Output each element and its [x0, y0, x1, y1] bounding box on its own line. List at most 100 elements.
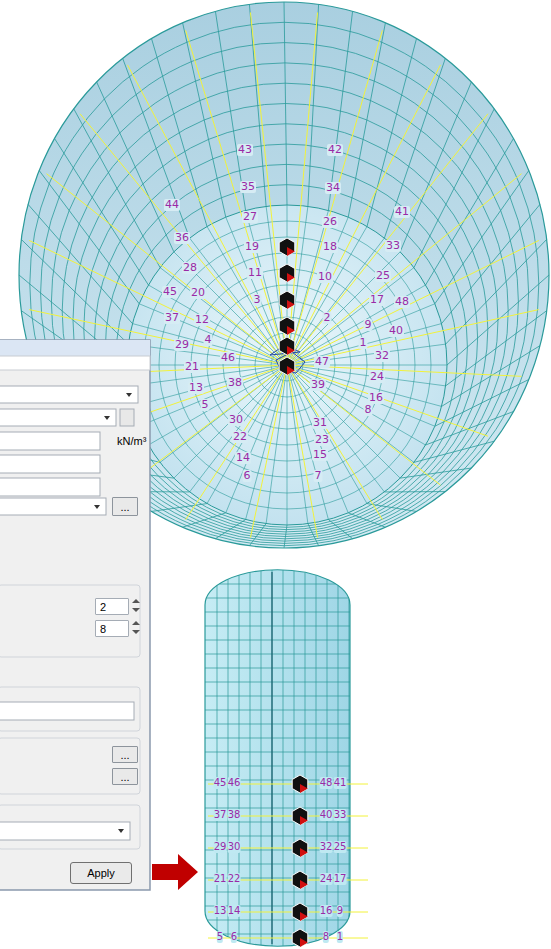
- dropdown-arrow: [118, 829, 124, 833]
- node-number: 42: [327, 144, 343, 156]
- input-field: [0, 702, 134, 720]
- node-number: 13: [188, 382, 204, 394]
- capsule-mesh-ring: [205, 738, 350, 739]
- hexagon-marker: [292, 903, 308, 921]
- browse-button: ...: [112, 746, 138, 763]
- button-label: Apply: [87, 867, 115, 879]
- load-line: [128, 365, 287, 485]
- marker-quadrant: [300, 784, 308, 793]
- marker-quadrant: [287, 273, 295, 282]
- marker-quadrant: [300, 848, 308, 857]
- node-number: 16: [320, 905, 333, 917]
- load-line: [186, 30, 287, 365]
- capsule-mesh-ring: [223, 934, 332, 935]
- node-number: 7: [314, 470, 323, 482]
- spinner-arrows: [132, 599, 140, 612]
- load-line: [287, 114, 488, 365]
- pointer-arrow: [152, 854, 198, 890]
- button: [120, 409, 134, 426]
- node-number: 3: [253, 294, 262, 306]
- capsule-mesh-ring: [220, 584, 336, 585]
- field-value: 8: [100, 623, 106, 635]
- capsule-mesh-line: [349, 599, 350, 917]
- panel: [0, 340, 150, 890]
- node-number: 12: [194, 314, 210, 326]
- spinner-arrows: [132, 621, 140, 634]
- floor-mesh-ring: [191, 269, 383, 461]
- node-number: 28: [182, 262, 198, 274]
- browse-button: ...: [112, 768, 138, 785]
- node-number: 30: [228, 841, 241, 853]
- node-number: 22: [228, 873, 241, 885]
- node-number: 34: [325, 182, 341, 194]
- hexagon-marker: [279, 317, 295, 335]
- load-line: [186, 365, 287, 520]
- node-number: 18: [322, 241, 338, 253]
- group-box: [0, 805, 140, 849]
- capsule-mesh-ring: [205, 794, 350, 795]
- field-value: ...: [120, 771, 129, 783]
- node-number: 38: [227, 377, 243, 389]
- node-number: 21: [214, 873, 227, 885]
- node-number: 9: [364, 319, 373, 331]
- node-number: 24: [320, 873, 333, 885]
- hexagon-marker: [292, 929, 308, 947]
- node-number: 20: [190, 287, 206, 299]
- node-number: 40: [388, 325, 404, 337]
- tank-side-view: [205, 570, 368, 947]
- node-number: 5: [201, 399, 210, 411]
- load-line: [287, 174, 521, 365]
- floor-mesh-line: [132, 324, 287, 365]
- node-number: 46: [220, 352, 236, 364]
- node-markers: [279, 238, 295, 375]
- capsule-mesh-ring: [207, 920, 347, 921]
- field-value: ...: [120, 501, 129, 513]
- capsule-mesh-ring: [205, 612, 350, 613]
- node-number: 29: [174, 339, 190, 351]
- load-line: [287, 365, 382, 520]
- node-number: 26: [322, 216, 338, 228]
- node-number: 32: [374, 350, 390, 362]
- node-number: 14: [228, 905, 241, 917]
- floor-mesh-ring: [207, 285, 367, 445]
- floor-mesh-ring: [143, 221, 431, 509]
- mesh-lines: [205, 570, 350, 946]
- hexagon-marker: [292, 807, 308, 825]
- hexagon-marker: [279, 264, 295, 282]
- node-number: 24: [369, 371, 385, 383]
- marker-quadrant: [300, 880, 308, 889]
- capsule-mesh-ring: [205, 892, 350, 893]
- dropdown: [0, 498, 106, 515]
- load-line: [287, 240, 539, 365]
- node-number: 33: [385, 240, 401, 252]
- load-line: [250, 365, 287, 538]
- floor-mesh-ring: [159, 237, 415, 493]
- floor-mesh-ring: [175, 253, 399, 477]
- node-number: 39: [310, 379, 326, 391]
- node-number: 30: [228, 414, 244, 426]
- load-line: [128, 65, 287, 365]
- node-number: 13: [214, 905, 227, 917]
- node-number: 9: [337, 905, 343, 917]
- capsule-mesh-line: [316, 575, 317, 940]
- hexagon-marker: [292, 839, 308, 857]
- marker-quadrant: [300, 938, 308, 947]
- node-number: 45: [214, 777, 227, 789]
- capsule-mesh-ring: [205, 766, 350, 767]
- node-number: 37: [164, 312, 180, 324]
- group-box: [0, 687, 140, 731]
- hexagon-marker: [279, 238, 295, 256]
- dropdown: [0, 409, 116, 426]
- field: [0, 356, 150, 370]
- floor-mesh-ring: [223, 301, 351, 429]
- hexagon-marker: [279, 357, 295, 375]
- node-number: 48: [394, 296, 410, 308]
- capsule-mesh-ring: [205, 640, 350, 641]
- capsule-mesh-ring: [205, 724, 350, 725]
- marker-quadrant: [300, 912, 308, 921]
- node-number: 8: [364, 404, 373, 416]
- node-number: 6: [231, 931, 237, 943]
- node-number: 16: [368, 392, 384, 404]
